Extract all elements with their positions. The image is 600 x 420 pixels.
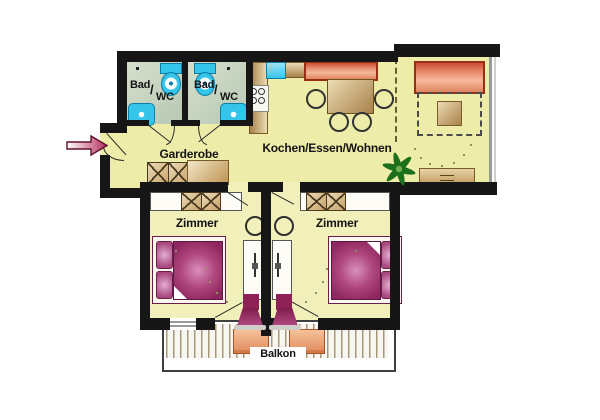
wall bbox=[140, 182, 228, 192]
armchair bbox=[276, 294, 292, 310]
dressing-table bbox=[272, 240, 292, 300]
wall bbox=[117, 51, 398, 62]
window bbox=[494, 57, 496, 182]
blanket-fold bbox=[174, 286, 187, 299]
wall bbox=[196, 318, 215, 330]
toilet-icon bbox=[161, 72, 181, 96]
wall bbox=[300, 182, 394, 192]
wall bbox=[246, 62, 253, 126]
dining-chair bbox=[329, 112, 349, 132]
room-label-bath-right-sep: / bbox=[214, 82, 218, 97]
wall bbox=[171, 120, 182, 126]
room-label-bath-left-wc: WC bbox=[156, 91, 174, 103]
wall bbox=[127, 120, 149, 126]
burner-icon bbox=[258, 88, 265, 95]
armchair-base bbox=[234, 325, 266, 330]
armchair bbox=[272, 308, 298, 326]
floor-speckles bbox=[205, 268, 207, 270]
wall bbox=[318, 318, 400, 330]
mattress bbox=[331, 241, 381, 300]
wardrobe-cell bbox=[182, 193, 201, 210]
wall bbox=[261, 182, 271, 336]
wall bbox=[100, 155, 110, 198]
room-label-hall: Garderobe bbox=[159, 147, 219, 161]
pillow bbox=[156, 271, 173, 299]
armchair bbox=[243, 294, 259, 310]
room-label-bath-left: Bad bbox=[130, 79, 151, 91]
wall bbox=[182, 62, 188, 126]
window bbox=[489, 57, 492, 182]
pillow bbox=[156, 241, 173, 269]
wardrobe-icon bbox=[181, 192, 221, 211]
wall bbox=[220, 120, 246, 126]
room-label-balcony: Balkon bbox=[260, 348, 296, 360]
room-label-bedroom-right: Zimmer bbox=[315, 216, 359, 230]
armchair bbox=[237, 308, 263, 326]
balcony-label-bg: Balkon bbox=[250, 347, 306, 363]
wall bbox=[188, 120, 200, 126]
window-line bbox=[170, 321, 196, 323]
kitchen-sink-icon bbox=[266, 62, 286, 79]
burner-icon bbox=[258, 97, 265, 104]
room-label-bedroom-left: Zimmer bbox=[175, 216, 219, 230]
wall bbox=[394, 182, 497, 195]
dressing-table bbox=[243, 240, 263, 300]
marker-dot bbox=[227, 67, 230, 70]
entrance-arrow-icon bbox=[66, 134, 108, 157]
wardrobe-cell bbox=[200, 193, 220, 210]
wardrobe-cell bbox=[167, 163, 188, 184]
wall bbox=[394, 44, 500, 57]
sofa-bed-outline bbox=[417, 92, 482, 136]
wardrobe-icon bbox=[306, 192, 346, 211]
window bbox=[170, 318, 196, 330]
dining-chair bbox=[374, 89, 394, 109]
room-label-living: Kochen/Essen/Wohnen bbox=[262, 141, 392, 155]
dining-chair bbox=[306, 89, 326, 109]
wardrobe-cell bbox=[148, 163, 168, 184]
mattress bbox=[173, 241, 223, 300]
dining-bench bbox=[304, 61, 378, 81]
room-label-bath-right: Bad bbox=[194, 79, 215, 91]
blanket-fold bbox=[367, 242, 380, 255]
wall bbox=[150, 318, 170, 330]
room-label-bath-left-sep: / bbox=[150, 82, 154, 97]
plant-icon bbox=[382, 152, 416, 186]
dining-table bbox=[327, 79, 374, 114]
room-label-bath-right-wc: WC bbox=[220, 91, 238, 103]
room-divider-dashed bbox=[395, 58, 397, 142]
sofa bbox=[414, 61, 485, 94]
desk-lamp-icon bbox=[252, 263, 258, 269]
marker-dot bbox=[136, 67, 139, 70]
wardrobe-cell bbox=[325, 193, 345, 210]
wall bbox=[390, 182, 400, 330]
wall bbox=[100, 123, 127, 133]
desk-lamp-icon bbox=[275, 263, 281, 269]
side-table bbox=[437, 101, 462, 126]
wardrobe-cell bbox=[307, 193, 326, 210]
toilet-icon bbox=[195, 72, 215, 96]
wardrobe-icon bbox=[147, 162, 189, 185]
stool bbox=[274, 216, 294, 236]
sideboard-handle bbox=[440, 175, 454, 181]
armchair-base bbox=[269, 325, 301, 330]
window-line bbox=[170, 325, 196, 327]
dining-chair bbox=[352, 112, 372, 132]
wall bbox=[100, 188, 148, 198]
wall bbox=[140, 182, 150, 330]
wall bbox=[117, 51, 127, 131]
